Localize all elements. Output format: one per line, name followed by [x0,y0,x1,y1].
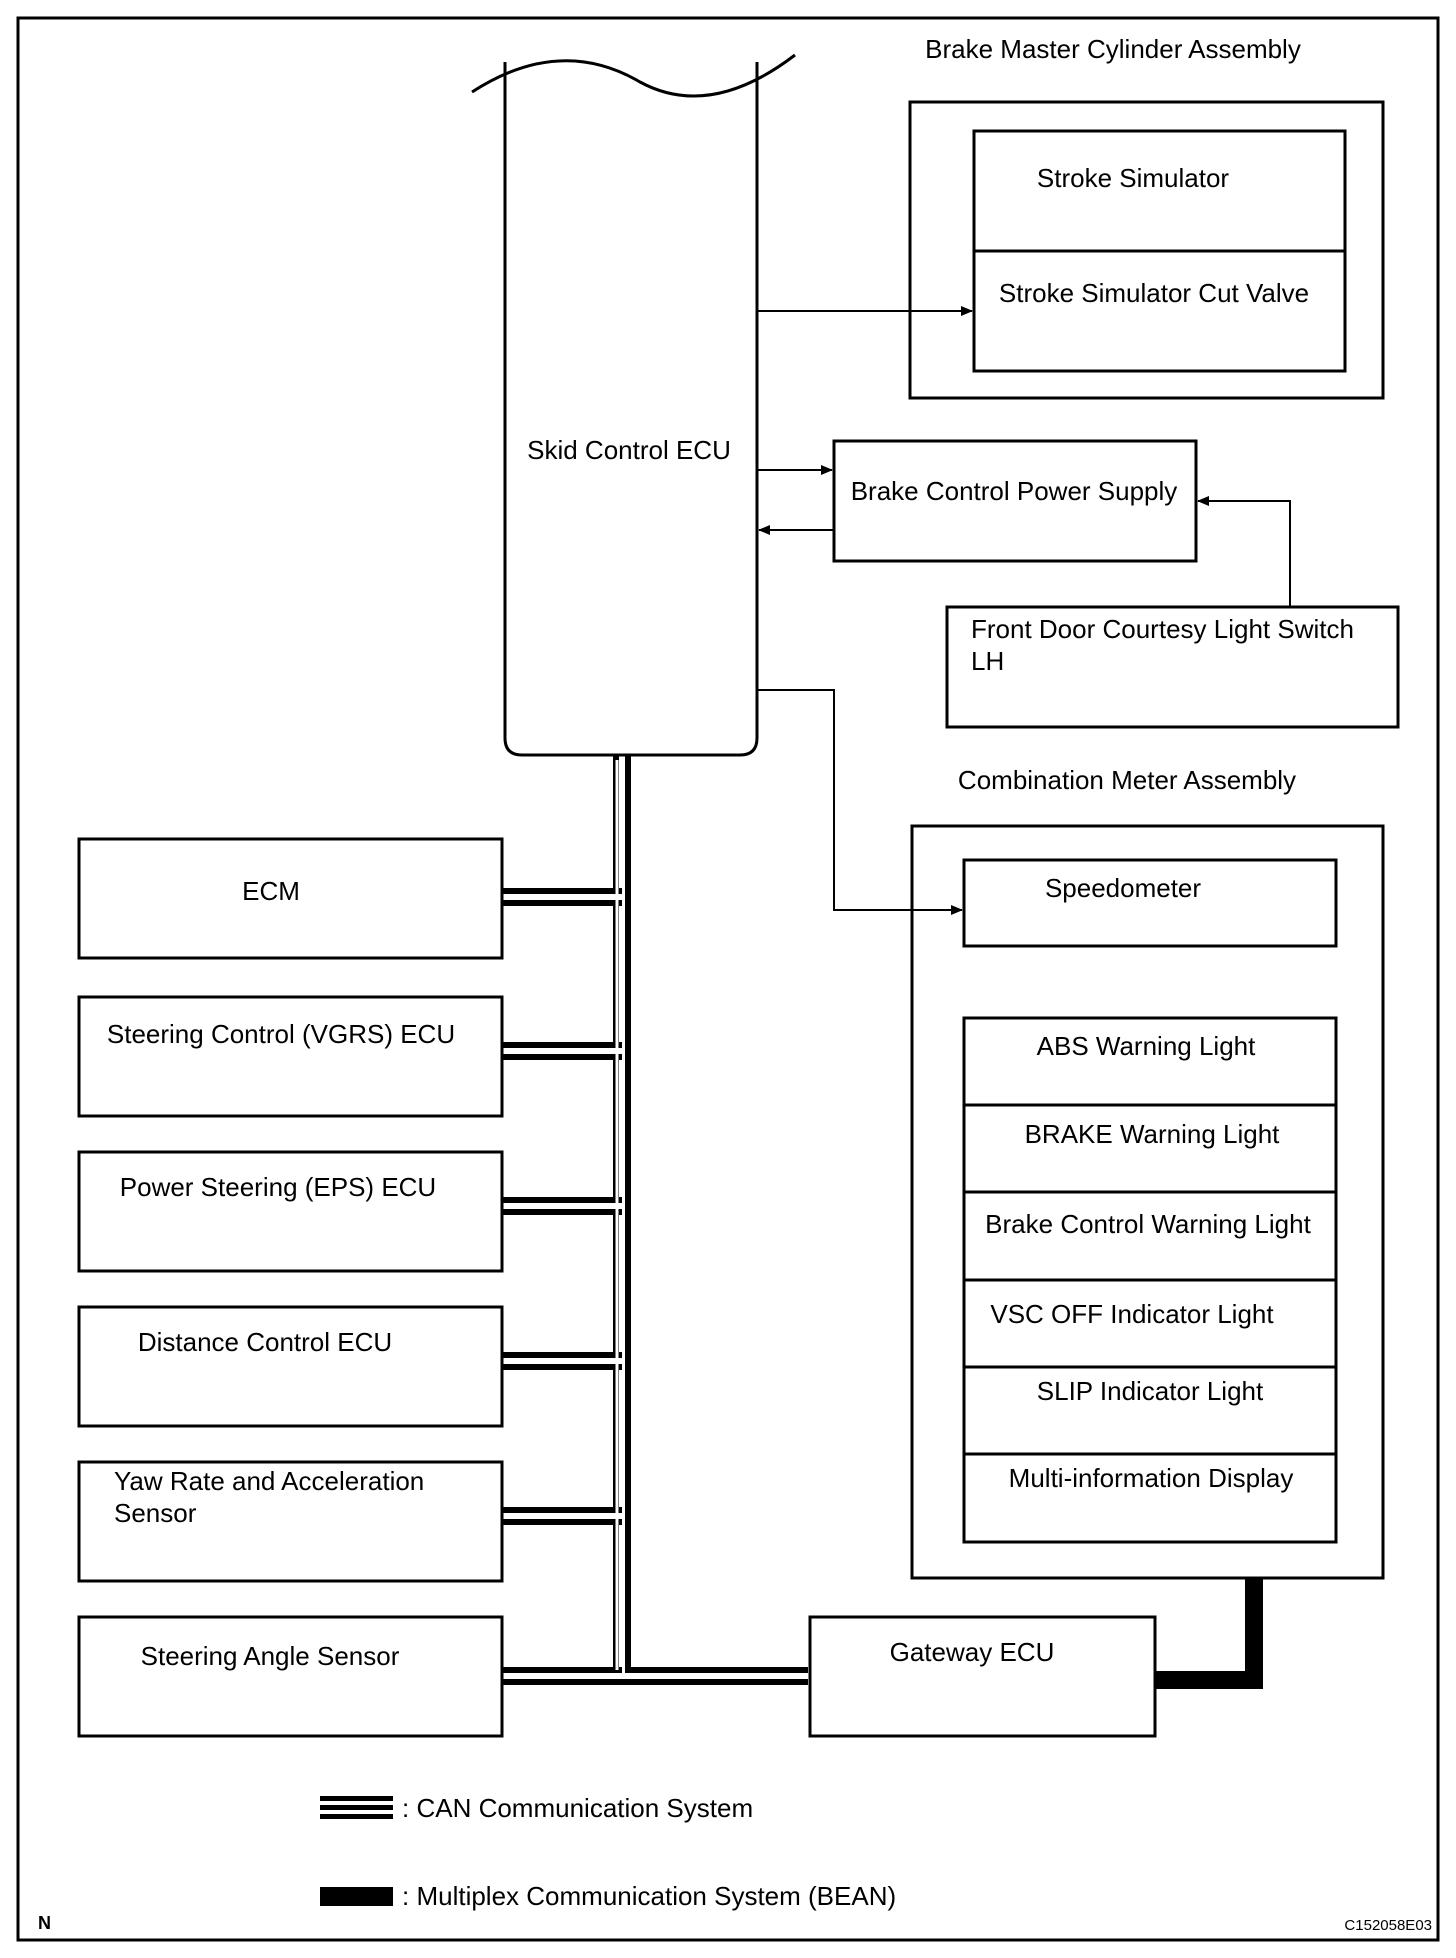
power-supply-label: Brake Control Power Supply [851,476,1178,506]
brake-master-cylinder-assembly: Brake Master Cylinder Assembly Stroke Si… [908,34,1385,400]
light-brake-control-warning: Brake Control Warning Light [985,1209,1311,1239]
door-switch-to-power-arrow [1197,496,1291,607]
ecm-box: ECM [77,837,504,960]
speedometer-box [962,858,1338,948]
yaw-rate-label-line1: Yaw Rate and Acceleration [114,1466,424,1496]
brake-control-power-supply: Brake Control Power Supply [832,439,1198,563]
front-door-courtesy-switch: Front Door Courtesy Light Switch LH [945,605,1400,729]
figure-code: C152058E03 [1344,1917,1432,1934]
can-bus [502,752,808,1685]
gateway-ecu-label: Gateway ECU [890,1637,1055,1667]
door-switch-label-line1: Front Door Courtesy Light Switch [971,614,1354,644]
yaw-rate-label-line2: Sensor [114,1498,197,1528]
combination-meter-assembly: Combination Meter Assembly Speedometer A… [910,765,1385,1580]
light-slip-indicator: SLIP Indicator Light [1037,1376,1264,1406]
brake-master-title: Brake Master Cylinder Assembly [925,34,1301,64]
legend-bean-symbol [320,1887,393,1906]
combination-meter-title: Combination Meter Assembly [958,765,1296,795]
footer-mark: N [38,1913,51,1933]
legend-can-label: : CAN Communication System [402,1793,753,1823]
vgrs-ecu-label: Steering Control (VGRS) ECU [107,1019,455,1049]
page-frame [16,16,1440,1942]
cut-valve-label: Stroke Simulator Cut Valve [999,278,1309,308]
legend-can-symbol [320,1796,393,1819]
speedometer-label: Speedometer [1045,873,1201,903]
steering-angle-sensor-label: Steering Angle Sensor [141,1641,400,1671]
gateway-ecu-box: Gateway ECU [808,1615,1157,1738]
ecu-to-speedometer-arrow [757,689,963,915]
skid-ecu-label: Skid Control ECU [527,435,731,465]
light-brake-warning: BRAKE Warning Light [1025,1119,1281,1149]
light-abs-warning: ABS Warning Light [1037,1031,1256,1061]
ecm-label: ECM [242,876,300,906]
legend-bean-label: : Multiplex Communication System (BEAN) [402,1881,896,1911]
bean-bus [1154,1542,1263,1689]
light-multi-information-display: Multi-information Display [1009,1463,1294,1493]
break-line [471,53,796,98]
distance-control-ecu-label: Distance Control ECU [138,1327,392,1357]
eps-ecu-box: Power Steering (EPS) ECU [77,1150,504,1273]
stroke-simulator-label: Stroke Simulator [1037,163,1230,193]
skid-control-ecu: Skid Control ECU [471,53,796,757]
eps-ecu-label: Power Steering (EPS) ECU [120,1172,436,1202]
distance-control-ecu-box: Distance Control ECU [77,1305,504,1428]
steering-angle-sensor-box: Steering Angle Sensor [77,1615,504,1738]
legend: : CAN Communication System : Multiplex C… [320,1793,896,1911]
vgrs-ecu-box: Steering Control (VGRS) ECU [77,995,504,1118]
yaw-rate-sensor-box: Yaw Rate and Acceleration Sensor [77,1460,504,1583]
door-switch-label-line2: LH [971,646,1004,676]
light-vsc-off-indicator: VSC OFF Indicator Light [990,1299,1274,1329]
